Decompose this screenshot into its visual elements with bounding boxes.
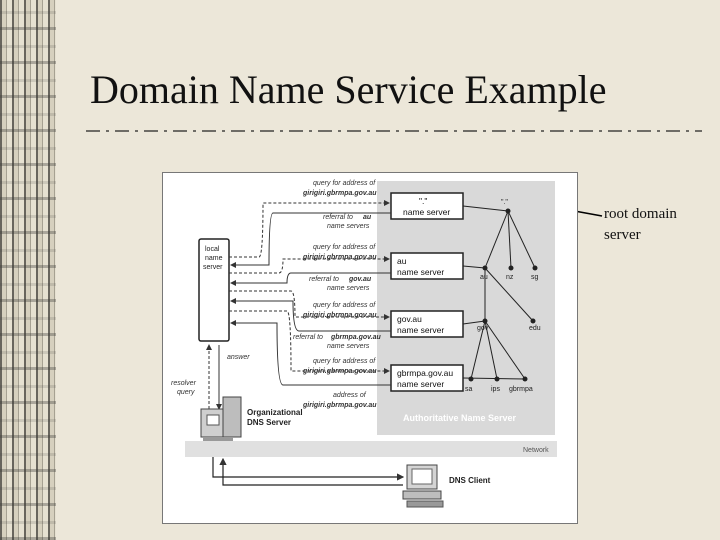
- network-label: Network: [523, 447, 549, 454]
- server-au: au name server: [390, 252, 464, 280]
- msg-2-tail: name servers: [327, 223, 370, 230]
- tree-node-sg: sg: [531, 274, 539, 281]
- msg-4-tail: name servers: [327, 285, 370, 292]
- tree-root-label: ".": [501, 199, 508, 206]
- dns-tree: [470, 210, 536, 380]
- server-au-name: au: [397, 256, 407, 266]
- msg-6-bold: referral to: [293, 334, 323, 341]
- client-flow: [212, 457, 405, 486]
- message-flows: [229, 200, 391, 386]
- msg-2-rest: au: [363, 214, 372, 221]
- message-labels: query for address of girigiri.gbrmpa.gov…: [293, 180, 382, 409]
- server-gov-au: gov.au name server: [390, 310, 464, 338]
- spiral-binding-decoration: [0, 0, 56, 540]
- local-server-line-1: local: [205, 246, 220, 253]
- server-gbrmpa-name: gbrmpa.gov.au: [397, 368, 453, 378]
- org-server-label-2: DNS Server: [247, 418, 291, 427]
- msg-3-rest: girigiri.gbrmpa.gov.au: [302, 254, 377, 261]
- msg-7-rest: girigiri.gbrmpa.gov.au: [302, 368, 377, 375]
- server-gbrmpa-sub: name server: [397, 379, 444, 389]
- resolver-label-1: resolver: [171, 380, 197, 387]
- msg-4-bold: referral to: [309, 276, 339, 283]
- resolver-flows: [206, 344, 222, 410]
- server-au-sub: name server: [397, 267, 444, 277]
- msg-8-rest: girigiri.gbrmpa.gov.au: [302, 402, 377, 409]
- org-server-label-1: Organizational: [247, 408, 303, 417]
- msg-5-bold: query for address of: [313, 302, 376, 309]
- msg-5-rest: girigiri.gbrmpa.gov.au: [302, 312, 377, 319]
- server-root-name: ".": [419, 196, 427, 206]
- server-gov-au-name: gov.au: [397, 314, 422, 324]
- dns-client-label: DNS Client: [449, 476, 491, 485]
- msg-1-rest: girigiri.gbrmpa.gov.au: [302, 190, 377, 197]
- root-server-callout: root domain server: [604, 206, 677, 243]
- server-root: "." name server: [390, 192, 464, 220]
- tree-node-gbrmpa: gbrmpa: [509, 386, 533, 393]
- msg-2-bold: referral to: [323, 214, 353, 221]
- msg-6-rest: gbrmpa.gov.au: [330, 334, 382, 341]
- authoritative-label: Authoritative Name Server: [403, 413, 517, 423]
- network-band: [185, 441, 557, 457]
- local-server-line-3: server: [203, 264, 223, 271]
- organizational-server-icon: [200, 396, 242, 441]
- msg-1-bold: query for address of: [313, 180, 376, 187]
- server-gbrmpa: gbrmpa.gov.au name server: [390, 364, 464, 392]
- server-tree-links: [462, 205, 526, 380]
- msg-8-bold: address of: [333, 392, 367, 399]
- tree-node-sa: sa: [465, 386, 473, 393]
- tree-node-gov: gov: [477, 325, 489, 332]
- server-root-sub: name server: [403, 207, 450, 217]
- local-name-server: local name server: [198, 238, 230, 342]
- msg-6-tail: name servers: [327, 343, 370, 350]
- resolver-label-2: query: [177, 389, 195, 396]
- tree-node-nz: nz: [506, 274, 514, 281]
- title-underline: [86, 130, 702, 132]
- tree-node-au: au: [480, 274, 488, 281]
- slide-title: Domain Name Service Example: [90, 67, 607, 112]
- tree-node-edu: edu: [529, 325, 541, 332]
- answer-label: answer: [227, 354, 250, 361]
- server-gov-au-sub: name server: [397, 325, 444, 335]
- authoritative-panel: [377, 181, 555, 435]
- msg-7-bold: query for address of: [313, 358, 376, 365]
- msg-4-rest: gov.au: [348, 276, 372, 283]
- tree-node-ips: ips: [491, 386, 500, 393]
- msg-3-bold: query for address of: [313, 244, 376, 251]
- local-server-line-2: name: [205, 255, 223, 262]
- dns-diagram: Authoritative Name Server Network "." na…: [162, 172, 578, 524]
- dns-client-icon: [402, 464, 444, 508]
